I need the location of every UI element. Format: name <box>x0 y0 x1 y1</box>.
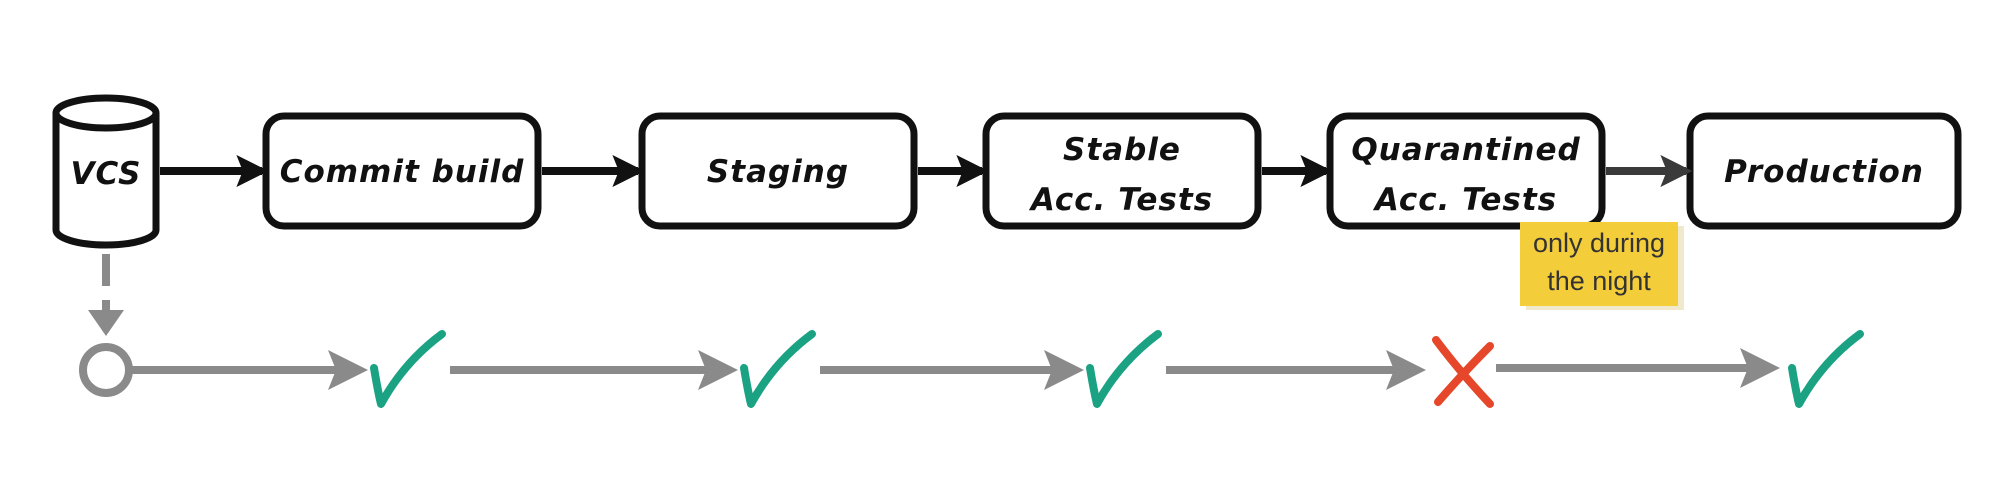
stage-label-line-2: Acc. Tests <box>1028 182 1213 218</box>
vcs-node: VCS <box>52 94 160 249</box>
sticky-note-body <box>1520 222 1678 306</box>
sticky-note: only during the night <box>1520 222 1684 310</box>
stage-label-line-2: Acc. Tests <box>1372 182 1557 218</box>
stage-label: Commit build <box>280 154 525 190</box>
sticky-note-line-2: the night <box>1547 266 1651 296</box>
sticky-note-line-1: only during <box>1533 228 1665 258</box>
vcs-trigger-arrow <box>88 254 124 336</box>
pass-check-icon <box>370 330 446 408</box>
pass-check-icon <box>1086 330 1162 408</box>
stage-commit-build: Commit build <box>262 112 542 230</box>
arrowhead-down <box>88 310 124 336</box>
pass-check-icon <box>1788 330 1864 408</box>
stage-label-line-1: Quarantined <box>1351 132 1580 168</box>
stage-label: Staging <box>707 154 849 190</box>
stage-label: Production <box>1724 154 1924 190</box>
database-cylinder-icon <box>52 113 160 249</box>
stage-production: Production <box>1686 112 1962 230</box>
cylinder-top <box>52 94 160 132</box>
flow-timeline <box>79 330 1864 408</box>
pass-check-icon <box>740 330 816 408</box>
vcs-label: VCS <box>71 156 142 192</box>
stage-staging: Staging <box>638 112 918 230</box>
stage-quarantined-acc-tests: Quarantined Acc. Tests <box>1326 112 1606 230</box>
fail-x-icon <box>1432 336 1494 408</box>
stage-label-line-1: Stable <box>1063 132 1181 168</box>
start-node-icon <box>79 343 133 397</box>
stage-stable-acc-tests: Stable Acc. Tests <box>982 112 1262 230</box>
